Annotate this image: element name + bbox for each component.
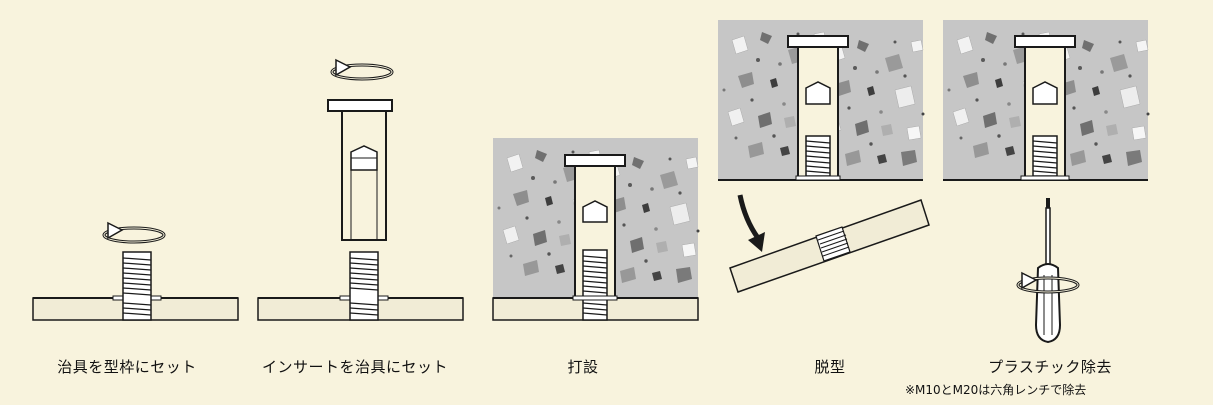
footnote: ※M10とM20は六角レンチで除去 [905,383,1087,397]
screwdriver-icon [1034,198,1062,344]
step4-label: 脱型 [814,358,846,376]
rotate-arrow-icon [102,221,166,244]
step2-label: インサートを治具にセット [261,358,449,376]
step4-demold-illustration [718,20,930,293]
step2-insert-illustration [257,58,464,321]
step3-label: 打設 [567,358,599,376]
step3-pour-illustration [492,138,700,321]
step5-remove-illustration [943,20,1150,344]
step1-jig-illustration [32,221,239,321]
step1-label: 治具を型枠にセット [57,358,197,376]
down-arrow-icon [737,194,765,252]
step5-label: プラスチック除去 [988,358,1112,376]
rotate-arrow-icon [330,58,394,81]
